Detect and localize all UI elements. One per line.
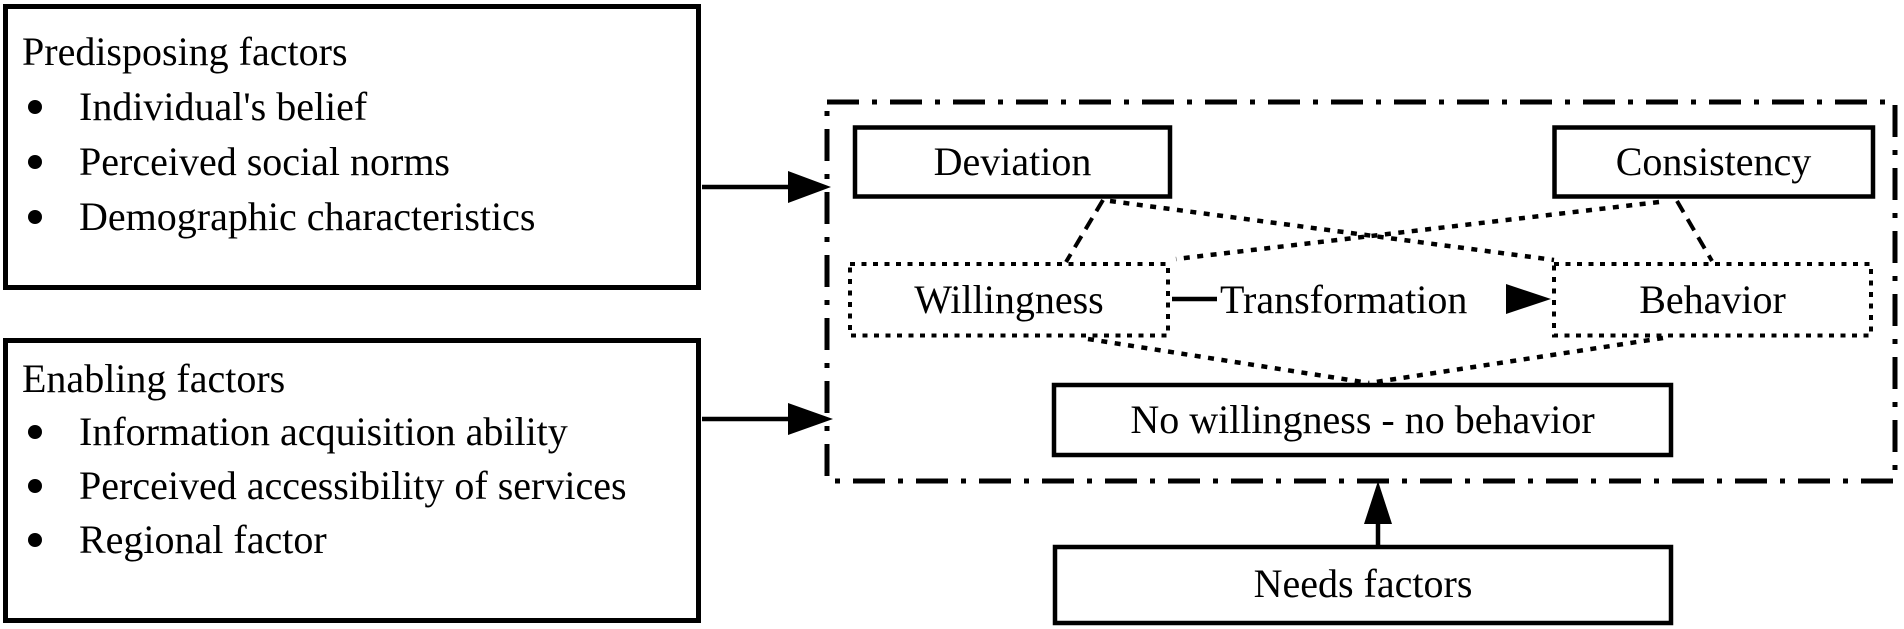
bullet-label: Regional factor: [79, 517, 327, 562]
behavior-nowillingness-dotted-line: [1368, 335, 1664, 386]
list-item: Demographic characteristics: [3, 189, 700, 244]
bullet-label: Information acquisition ability: [79, 409, 568, 454]
needs-factors-node-label: Needs factors: [1253, 561, 1473, 606]
list-item: Regional factor: [3, 513, 700, 567]
bullet-label: Perceived accessibility of services: [79, 463, 627, 508]
bullet-label: Demographic characteristics: [79, 194, 536, 239]
no-willingness-box-border: [1051, 382, 1674, 458]
bullet-icon: [28, 425, 42, 439]
predisposing-title: Predisposing factors: [22, 29, 348, 74]
deviation-box-border: [852, 125, 1173, 199]
consistency-willingness-dotted-line: [1175, 199, 1660, 262]
willingness-nowillingness-dotted-line: [1087, 336, 1370, 386]
bullet-icon: [28, 479, 42, 493]
consistency-box-border: [1552, 125, 1876, 199]
willingness-node-label: Willingness: [914, 276, 1104, 322]
predisposing-box-border: [3, 4, 701, 290]
needs-factors-box-border: [1052, 544, 1674, 626]
list-item: Perceived social norms: [3, 134, 700, 189]
willingness-behavior-frame-border: [824, 99, 1898, 484]
deviation-behavior-dotted-line: [1109, 198, 1555, 263]
list-item: Information acquisition ability: [3, 405, 700, 459]
consistency-node-label: Consistency: [1615, 138, 1812, 184]
list-item: Perceived accessibility of services: [3, 459, 700, 513]
consistency-behavior-dashed-line: [1675, 199, 1714, 263]
transformation-arrowhead-icon: [1506, 284, 1551, 314]
predisposing-arrowhead-icon: [788, 171, 831, 203]
predisposing-factors-box: Predisposing factors Individual's belief…: [3, 24, 700, 244]
bullet-icon: [28, 100, 42, 114]
bullet-label: Individual's belief: [79, 84, 368, 129]
needs-arrowhead-icon: [1364, 481, 1392, 524]
behavior-node-label: Behavior: [1639, 276, 1786, 322]
bullet-label: Perceived social norms: [79, 139, 450, 184]
no-willingness-node-label: No willingness - no behavior: [1130, 397, 1595, 442]
list-item: Individual's belief: [3, 79, 700, 134]
bullet-icon: [28, 155, 42, 169]
enabling-arrowhead-icon: [788, 403, 833, 435]
bullet-icon: [28, 533, 42, 547]
enabling-title: Enabling factors: [22, 356, 286, 401]
transformation-label: Transformation: [1220, 276, 1468, 322]
deviation-willingness-dashed-line: [1064, 198, 1105, 264]
deviation-node-label: Deviation: [933, 138, 1092, 184]
enabling-box-border: [3, 338, 701, 623]
enabling-factors-box: Enabling factors Information acquisition…: [3, 352, 700, 567]
bullet-icon: [28, 210, 42, 224]
